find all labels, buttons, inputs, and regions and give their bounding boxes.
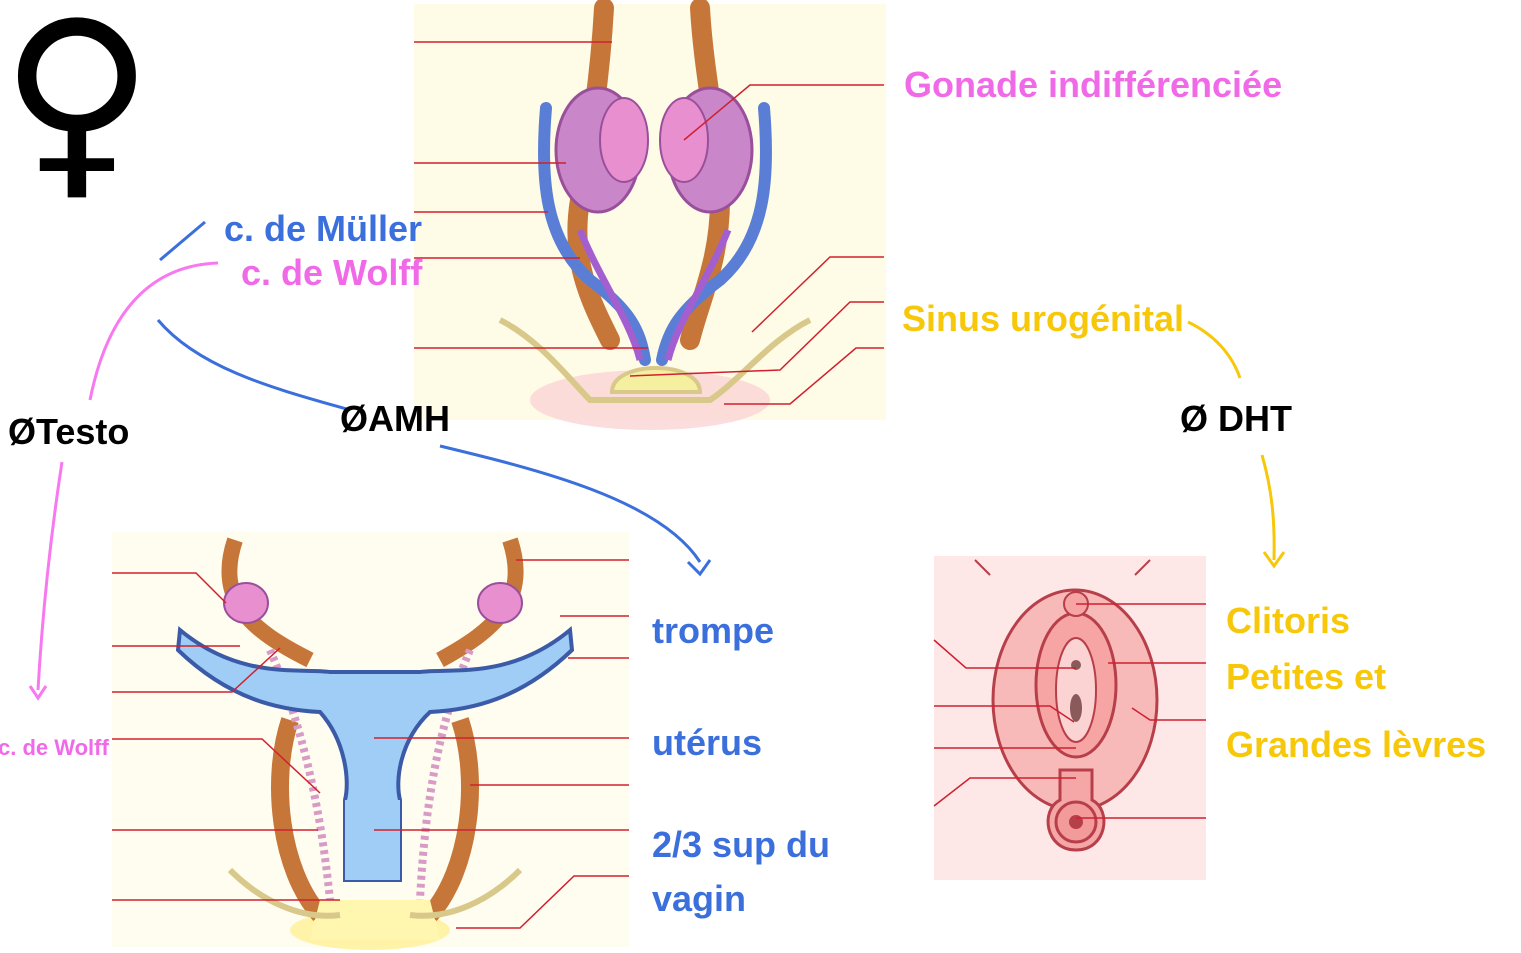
petites-levres-label: Petites et: [1226, 656, 1386, 698]
wolff-top-label: c. de Wolff: [241, 252, 422, 294]
vagin-label-line2: vagin: [652, 878, 746, 920]
female-internal-illustration: [112, 532, 629, 950]
testo-label: ØTesto: [8, 411, 129, 453]
grandes-levres-label: Grandes lèvres: [1226, 724, 1486, 766]
indifferent-stage-illustration: [414, 4, 886, 430]
dht-label: Ø DHT: [1180, 398, 1292, 440]
sinus-label: Sinus urogénital: [902, 298, 1184, 340]
muller-label: c. de Müller: [224, 208, 422, 250]
amh-label: ØAMH: [340, 398, 450, 440]
clitoris-label: Clitoris: [1226, 600, 1350, 642]
vagin-label-line1: 2/3 sup du: [652, 824, 830, 866]
trompe-label: trompe: [652, 610, 774, 652]
female-symbol: ♀: [0, 0, 154, 204]
wolff-bottom-label: c. de Wolff: [0, 735, 109, 761]
uterus-label: utérus: [652, 722, 762, 764]
gonade-label: Gonade indifférenciée: [904, 64, 1282, 106]
female-external-illustration: [934, 556, 1206, 880]
